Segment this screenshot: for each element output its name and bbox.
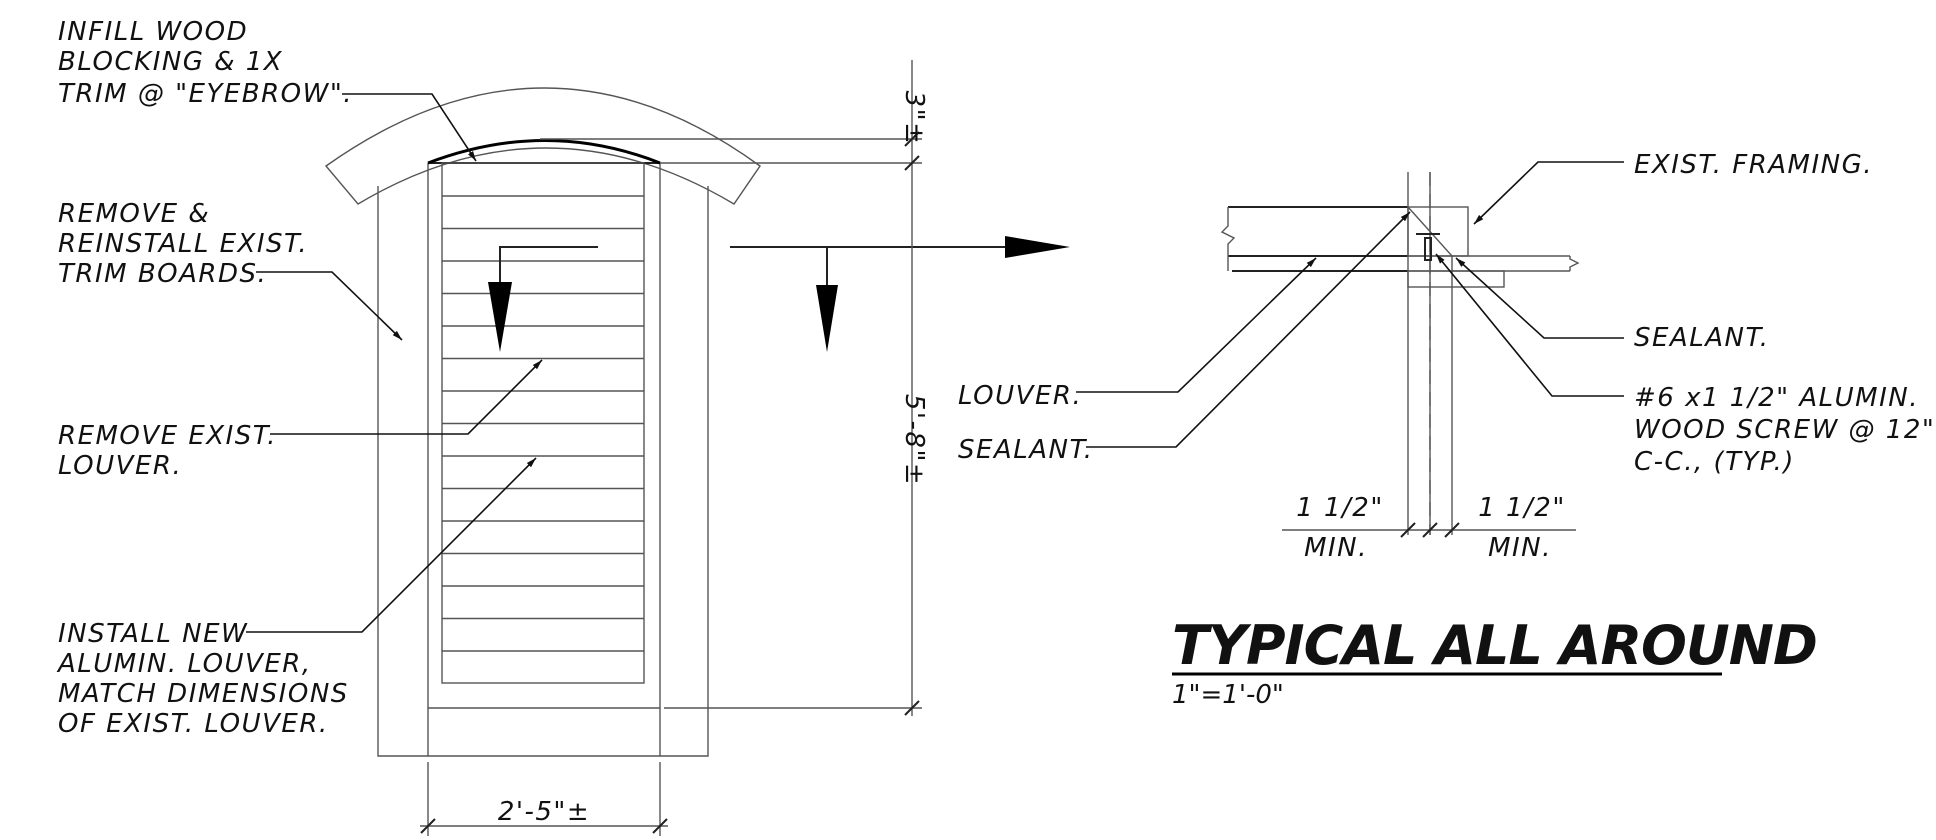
min-dimensions: 1 1/2" MIN. 1 1/2" MIN. [1282, 493, 1576, 563]
section-arrow-left [488, 282, 512, 352]
svg-text:LOUVER.: LOUVER. [58, 451, 182, 481]
svg-text:REMOVE &: REMOVE & [58, 199, 210, 229]
note-louver-left: LOUVER. [958, 257, 1317, 411]
note-sealant-right: SEALANT. [1455, 257, 1770, 353]
note-install-louver: INSTALL NEW ALUMIN. LOUVER, MATCH DIMENS… [56, 457, 537, 739]
exist-framing-block [1407, 206, 1469, 257]
width-dimension: 2'-5"± [420, 762, 668, 836]
height-dim: 5'-8"± [899, 394, 929, 486]
svg-text:OF EXIST. LOUVER.: OF EXIST. LOUVER. [58, 709, 329, 739]
svg-text:REMOVE EXIST.: REMOVE EXIST. [58, 421, 277, 451]
note-sealant-left: SEALANT. [958, 211, 1411, 465]
section-detail [1220, 172, 1580, 535]
svg-text:ALUMIN. LOUVER,: ALUMIN. LOUVER, [56, 649, 312, 679]
min-left-bottom: MIN. [1304, 533, 1368, 563]
note-remove-louver: REMOVE EXIST. LOUVER. [58, 359, 543, 481]
top-offset-dim: 3"± [899, 91, 929, 146]
svg-text:TRIM @ "EYEBROW".: TRIM @ "EYEBROW". [58, 79, 353, 109]
width-dim: 2'-5"± [498, 797, 590, 827]
eyebrow-arc [324, 87, 761, 205]
detail-scale: 1"=1'-0" [1172, 680, 1284, 710]
section-cut [488, 236, 1070, 352]
svg-text:BLOCKING & 1X: BLOCKING & 1X [58, 47, 283, 77]
min-left-top: 1 1/2" [1296, 493, 1384, 523]
louver-elevation [324, 87, 761, 757]
section-arrow-right [1005, 236, 1070, 258]
note-exist-framing: EXIST. FRAMING. [1473, 150, 1873, 225]
svg-text:INFILL WOOD: INFILL WOOD [58, 17, 248, 47]
svg-text:#6 x1 1/2" ALUMIN.: #6 x1 1/2" ALUMIN. [1634, 383, 1919, 413]
outer-trim [377, 186, 709, 757]
note-screw: #6 x1 1/2" ALUMIN. WOOD SCREW @ 12" C-C.… [1435, 253, 1935, 477]
svg-text:LOUVER.: LOUVER. [958, 381, 1082, 411]
detail-title: TYPICAL ALL AROUND [1172, 614, 1817, 677]
svg-text:WOOD SCREW @ 12": WOOD SCREW @ 12" [1634, 415, 1935, 445]
svg-text:SEALANT.: SEALANT. [958, 435, 1094, 465]
detail-title-block: TYPICAL ALL AROUND 1"=1'-0" [1172, 614, 1818, 710]
svg-text:REINSTALL EXIST.: REINSTALL EXIST. [58, 229, 308, 259]
louver-slats [442, 195, 644, 652]
section-arrow-down [816, 285, 838, 352]
svg-text:EXIST. FRAMING.: EXIST. FRAMING. [1634, 150, 1873, 180]
svg-text:SEALANT.: SEALANT. [1634, 323, 1770, 353]
eyebrow-infill [427, 139, 661, 165]
svg-text:TRIM BOARDS.: TRIM BOARDS. [58, 259, 267, 289]
svg-text:MATCH DIMENSIONS: MATCH DIMENSIONS [58, 679, 349, 709]
min-right-bottom: MIN. [1488, 533, 1552, 563]
svg-text:C-C., (TYP.): C-C., (TYP.) [1634, 447, 1795, 477]
height-dimension: 3"± 5'-8"± [540, 60, 929, 716]
svg-text:INSTALL NEW: INSTALL NEW [58, 619, 248, 649]
note-infill: INFILL WOOD BLOCKING & 1X TRIM @ "EYEBRO… [58, 17, 477, 162]
min-right-top: 1 1/2" [1478, 493, 1566, 523]
note-remove-trim: REMOVE & REINSTALL EXIST. TRIM BOARDS. [58, 199, 403, 341]
